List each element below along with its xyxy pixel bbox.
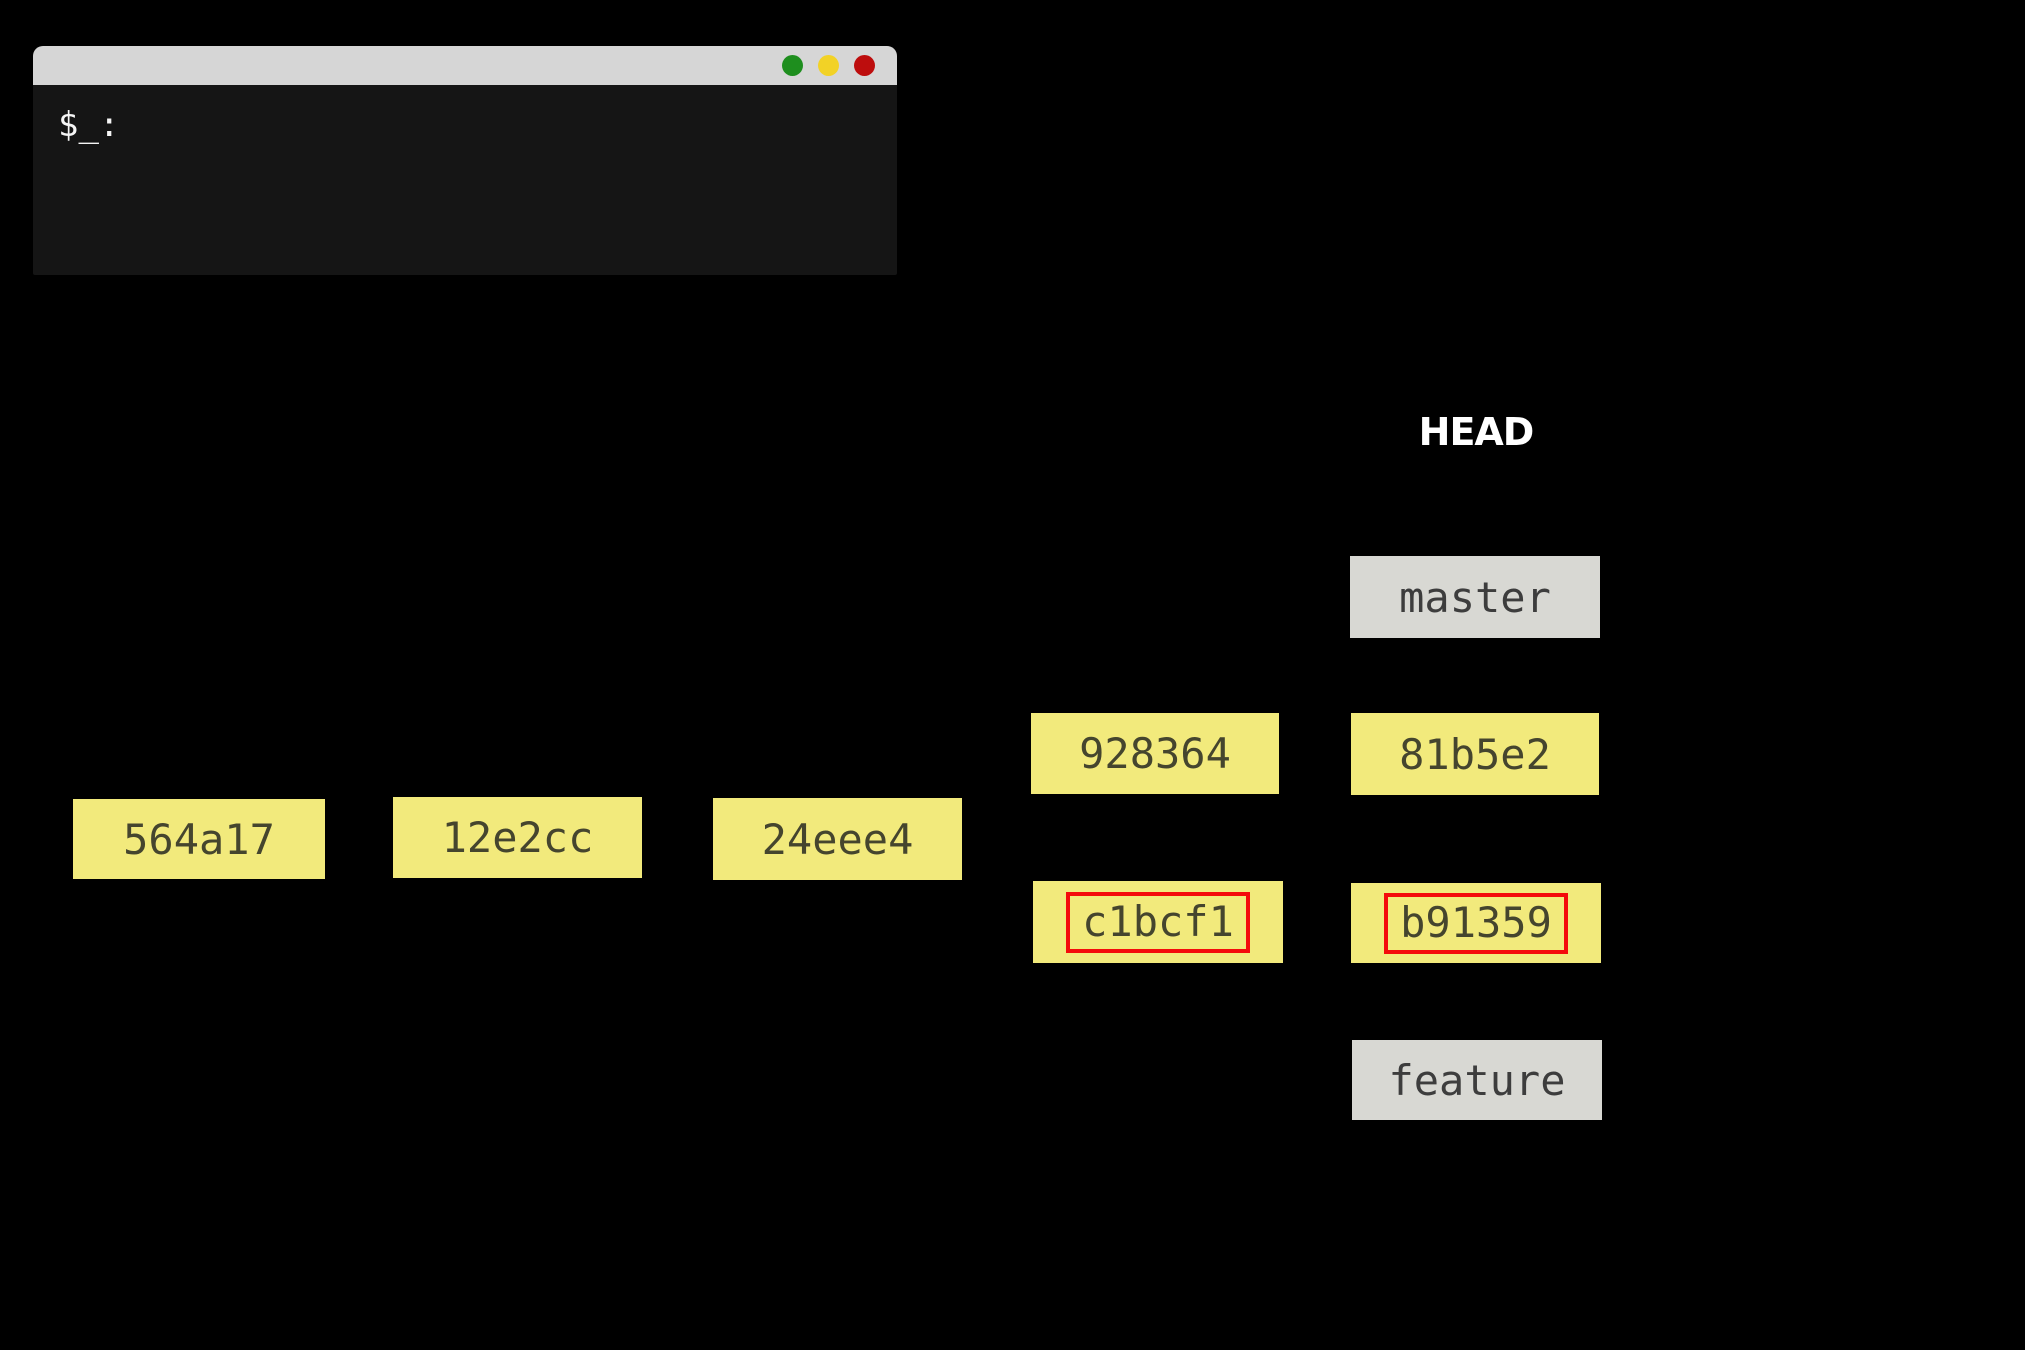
branch-box-master: master xyxy=(1350,556,1600,638)
window-green-light-icon xyxy=(782,55,803,76)
commit-box-81b5e2: 81b5e2 xyxy=(1351,713,1599,795)
commit-hash: c1bcf1 xyxy=(1082,896,1234,946)
commit-box-24eee4: 24eee4 xyxy=(713,798,962,880)
commit-hash: 564a17 xyxy=(123,814,275,864)
head-label: HEAD xyxy=(1418,410,1535,454)
commit-hash: 928364 xyxy=(1079,729,1231,778)
branch-label: master xyxy=(1399,572,1551,622)
commit-box-c1bcf1: c1bcf1 xyxy=(1033,881,1283,963)
branch-label: feature xyxy=(1388,1055,1566,1105)
commit-box-564a17: 564a17 xyxy=(73,799,325,879)
branch-box-feature: feature xyxy=(1352,1040,1602,1120)
commit-box-928364: 928364 xyxy=(1031,713,1279,794)
commit-hash: 24eee4 xyxy=(761,814,914,864)
terminal-titlebar xyxy=(33,46,897,85)
window-red-light-icon xyxy=(854,55,875,76)
window-yellow-light-icon xyxy=(818,55,839,76)
terminal-prompt[interactable]: $_: xyxy=(58,105,120,145)
highlight-ring: b91359 xyxy=(1384,892,1568,954)
commit-hash: b91359 xyxy=(1400,897,1552,947)
terminal-body[interactable]: $_: xyxy=(33,85,897,145)
highlight-ring: c1bcf1 xyxy=(1066,891,1250,953)
commit-hash: 81b5e2 xyxy=(1399,729,1551,779)
terminal-window[interactable]: $_: xyxy=(33,46,897,275)
commit-box-b91359: b91359 xyxy=(1351,883,1601,963)
commit-hash: 12e2cc xyxy=(441,813,594,862)
commit-box-12e2cc: 12e2cc xyxy=(393,797,642,878)
